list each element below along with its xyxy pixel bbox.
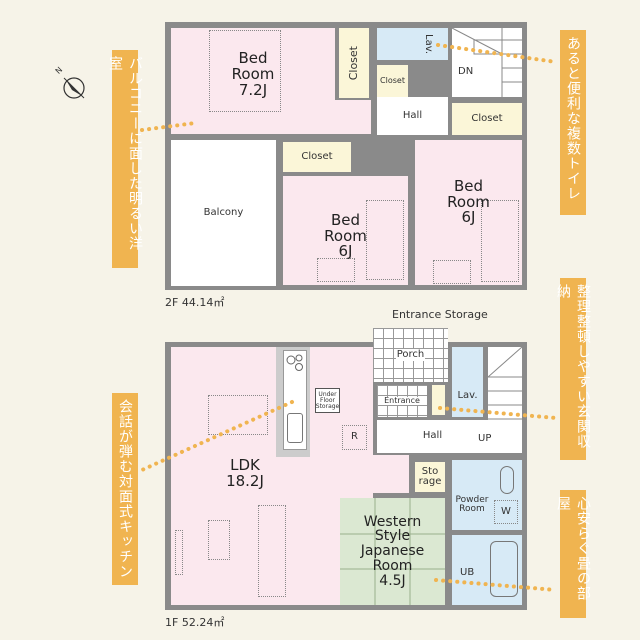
desk-furniture [433,260,471,284]
tv-stand [175,530,183,575]
stairs-down-label: DN [458,66,474,77]
stairs-icon [451,27,522,97]
balcony: Balcony [171,140,276,286]
dining-table [208,395,268,435]
sink-icon [287,413,303,443]
bed-furniture [481,200,519,282]
floor1-area-label: 1F 52.24㎡ [165,616,225,629]
floor2-area-label: 2F 44.14㎡ [165,296,225,309]
entrance-shoe-storage [432,385,445,415]
room-name: Bed Room [231,49,275,84]
low-table [208,520,230,560]
room-size: 7.2J [238,80,268,99]
compass-icon: N [52,65,90,104]
ldk-extension [373,455,409,493]
washing-machine: W [494,500,518,524]
stairs-1f [487,346,523,453]
sofa [258,505,286,597]
entrance-storage-label: Entrance Storage [392,308,488,321]
callout-entrance-storage: 整理整頓しやすい玄関収納 [555,278,591,460]
hall-1f: Hall UP [377,420,492,453]
powder-room: Powder Room W [452,460,522,530]
tatami-grid [340,498,445,605]
bed-furniture [366,200,404,280]
callout-tatami: 心安らぐ畳の部屋 [555,490,591,618]
callout-toilets: あると便利な複数トイレ [560,30,586,215]
closet-vertical: Closet [339,28,369,98]
desk-furniture [317,258,355,282]
entrance: Entrance [377,385,427,417]
stairs-up-label: UP [478,433,492,444]
porch: Porch [373,328,448,382]
bathtub [490,541,518,597]
hall-2f: Hall [377,97,448,135]
stairs-2f: DN [451,27,522,97]
callout-kitchen: 会話が弾む対面式キッチン [112,393,138,585]
porch-label: Porch [395,348,426,362]
bathroom-ub: UB [452,535,522,605]
bed-furniture [209,30,281,112]
kitchen-cabinet [283,350,307,450]
closet-middle: Closet [283,142,351,172]
callout-balcony-room: バルコニーに面した明るい洋室 [107,50,143,268]
closet-right: Closet [452,103,522,135]
lav-label: Lav. [422,33,434,55]
room-lavatory-2f: Lav. [377,28,448,60]
stairs-icon [487,346,523,420]
stove-icon [286,354,303,371]
washbasin [500,466,514,494]
master-bedroom-extension [335,100,371,134]
closet-small: Closet [377,65,408,97]
under-floor-storage: Under Floor Storage [315,388,340,413]
refrigerator: R [342,425,367,450]
storage: Sto rage [415,462,445,492]
room-lavatory-1f: Lav. [452,347,483,417]
